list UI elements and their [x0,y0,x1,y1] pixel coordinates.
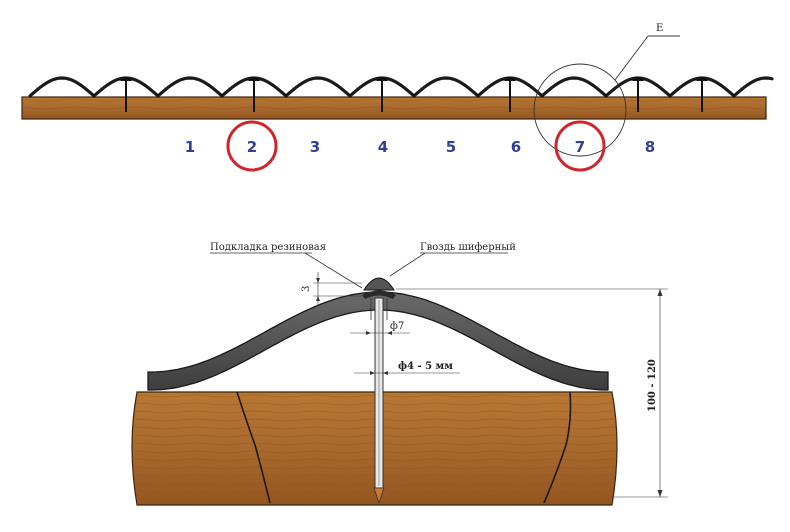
nail-head-mark [376,77,388,81]
nail-head-mark [632,77,644,81]
nail-head-mark [248,77,260,81]
nail-label: Гвоздь шиферный [420,242,516,253]
wave-number: 4 [378,138,388,156]
detail-section: Подкладка резиновая Гвоздь шиферный 3 ф7… [131,242,668,506]
gasket-label: Подкладка резиновая [210,242,326,253]
nail-marks [120,77,708,112]
dim-hole: ф7 [390,321,404,332]
wave-number: 1 [185,138,195,156]
wave-number: 6 [511,138,521,156]
detail-label: Е [656,23,663,34]
wave-numbers: 1 2 3 4 5 6 7 8 [185,120,655,172]
wave-number: 3 [310,138,320,156]
slate-sheet-section [147,291,609,391]
dim-height: 100 - 120 [647,359,658,412]
detail-callout-circle [533,63,627,157]
wave-number: 7 [575,138,585,156]
wave-number: 2 [247,138,257,156]
corrugated-sheet-profile [28,76,774,99]
wave-number: 5 [446,138,456,156]
nail-head-mark [120,77,132,81]
wave-number: 8 [645,138,655,156]
nail-head-mark [504,77,516,81]
dim-gap: 3 [301,286,312,292]
nail-head-mark [696,77,708,81]
top-section: Е 1 2 3 4 5 6 7 8 [21,23,774,172]
highlight-circle [554,120,606,172]
nail-head [363,277,395,291]
highlight-circle [226,120,278,172]
dim-nail: ф4 - 5 мм [398,361,453,372]
rubber-gasket [362,290,396,299]
